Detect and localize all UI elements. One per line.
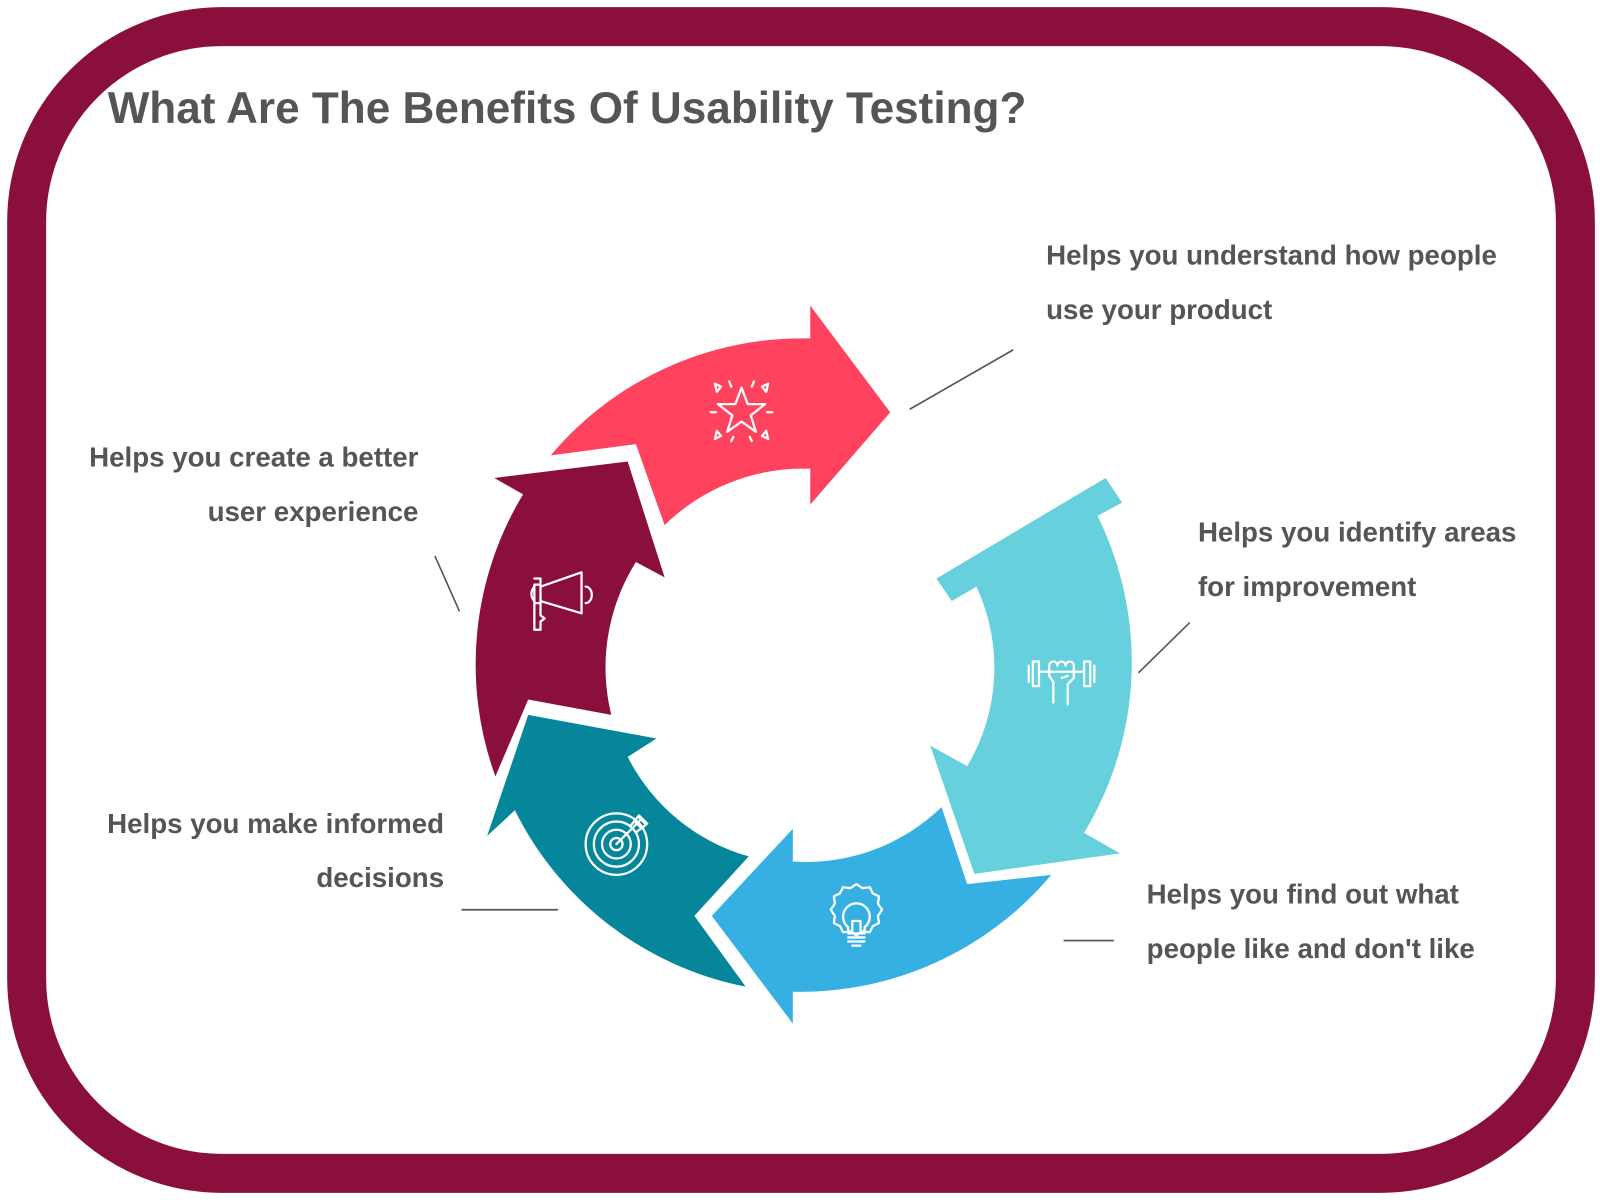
- dumbbell-fist-icon: [1027, 660, 1096, 706]
- step-3-label-line-2: people like and don't like: [1147, 933, 1475, 964]
- connector-line-5: [434, 555, 461, 612]
- frame-border: [7, 7, 1595, 1193]
- arrow-step-1: [550, 305, 891, 526]
- step-1-label-line-1: Helps you understand how people: [1046, 240, 1497, 271]
- step-5-label-line-1: Helps you create a better: [89, 442, 419, 473]
- step-4-label-line-1: Helps you make informed: [107, 808, 444, 839]
- step-1-label-line-2: use your product: [1046, 294, 1272, 325]
- arrow-step-2: [930, 477, 1132, 874]
- connector-line-1: [909, 349, 1014, 410]
- arrow-step-5: [475, 461, 665, 777]
- step-2-label-line-1: Helps you identify areas: [1198, 517, 1517, 548]
- step-2-label-line-2: for improvement: [1198, 571, 1416, 602]
- lightbulb-gear-icon: [829, 882, 884, 947]
- step-5-label-line-2: user experience: [208, 496, 419, 527]
- step-4-label-line-2: decisions: [316, 862, 444, 893]
- arrow-step-3: [711, 807, 1052, 1024]
- step-3-label-line-1: Helps you find out what: [1147, 879, 1459, 910]
- connector-line-2: [1137, 621, 1191, 674]
- target-arrow-icon: [584, 812, 649, 876]
- star-icon: [709, 380, 774, 443]
- page-title: What Are The Benefits Of Usability Testi…: [108, 84, 1027, 133]
- megaphone-icon: [530, 571, 593, 631]
